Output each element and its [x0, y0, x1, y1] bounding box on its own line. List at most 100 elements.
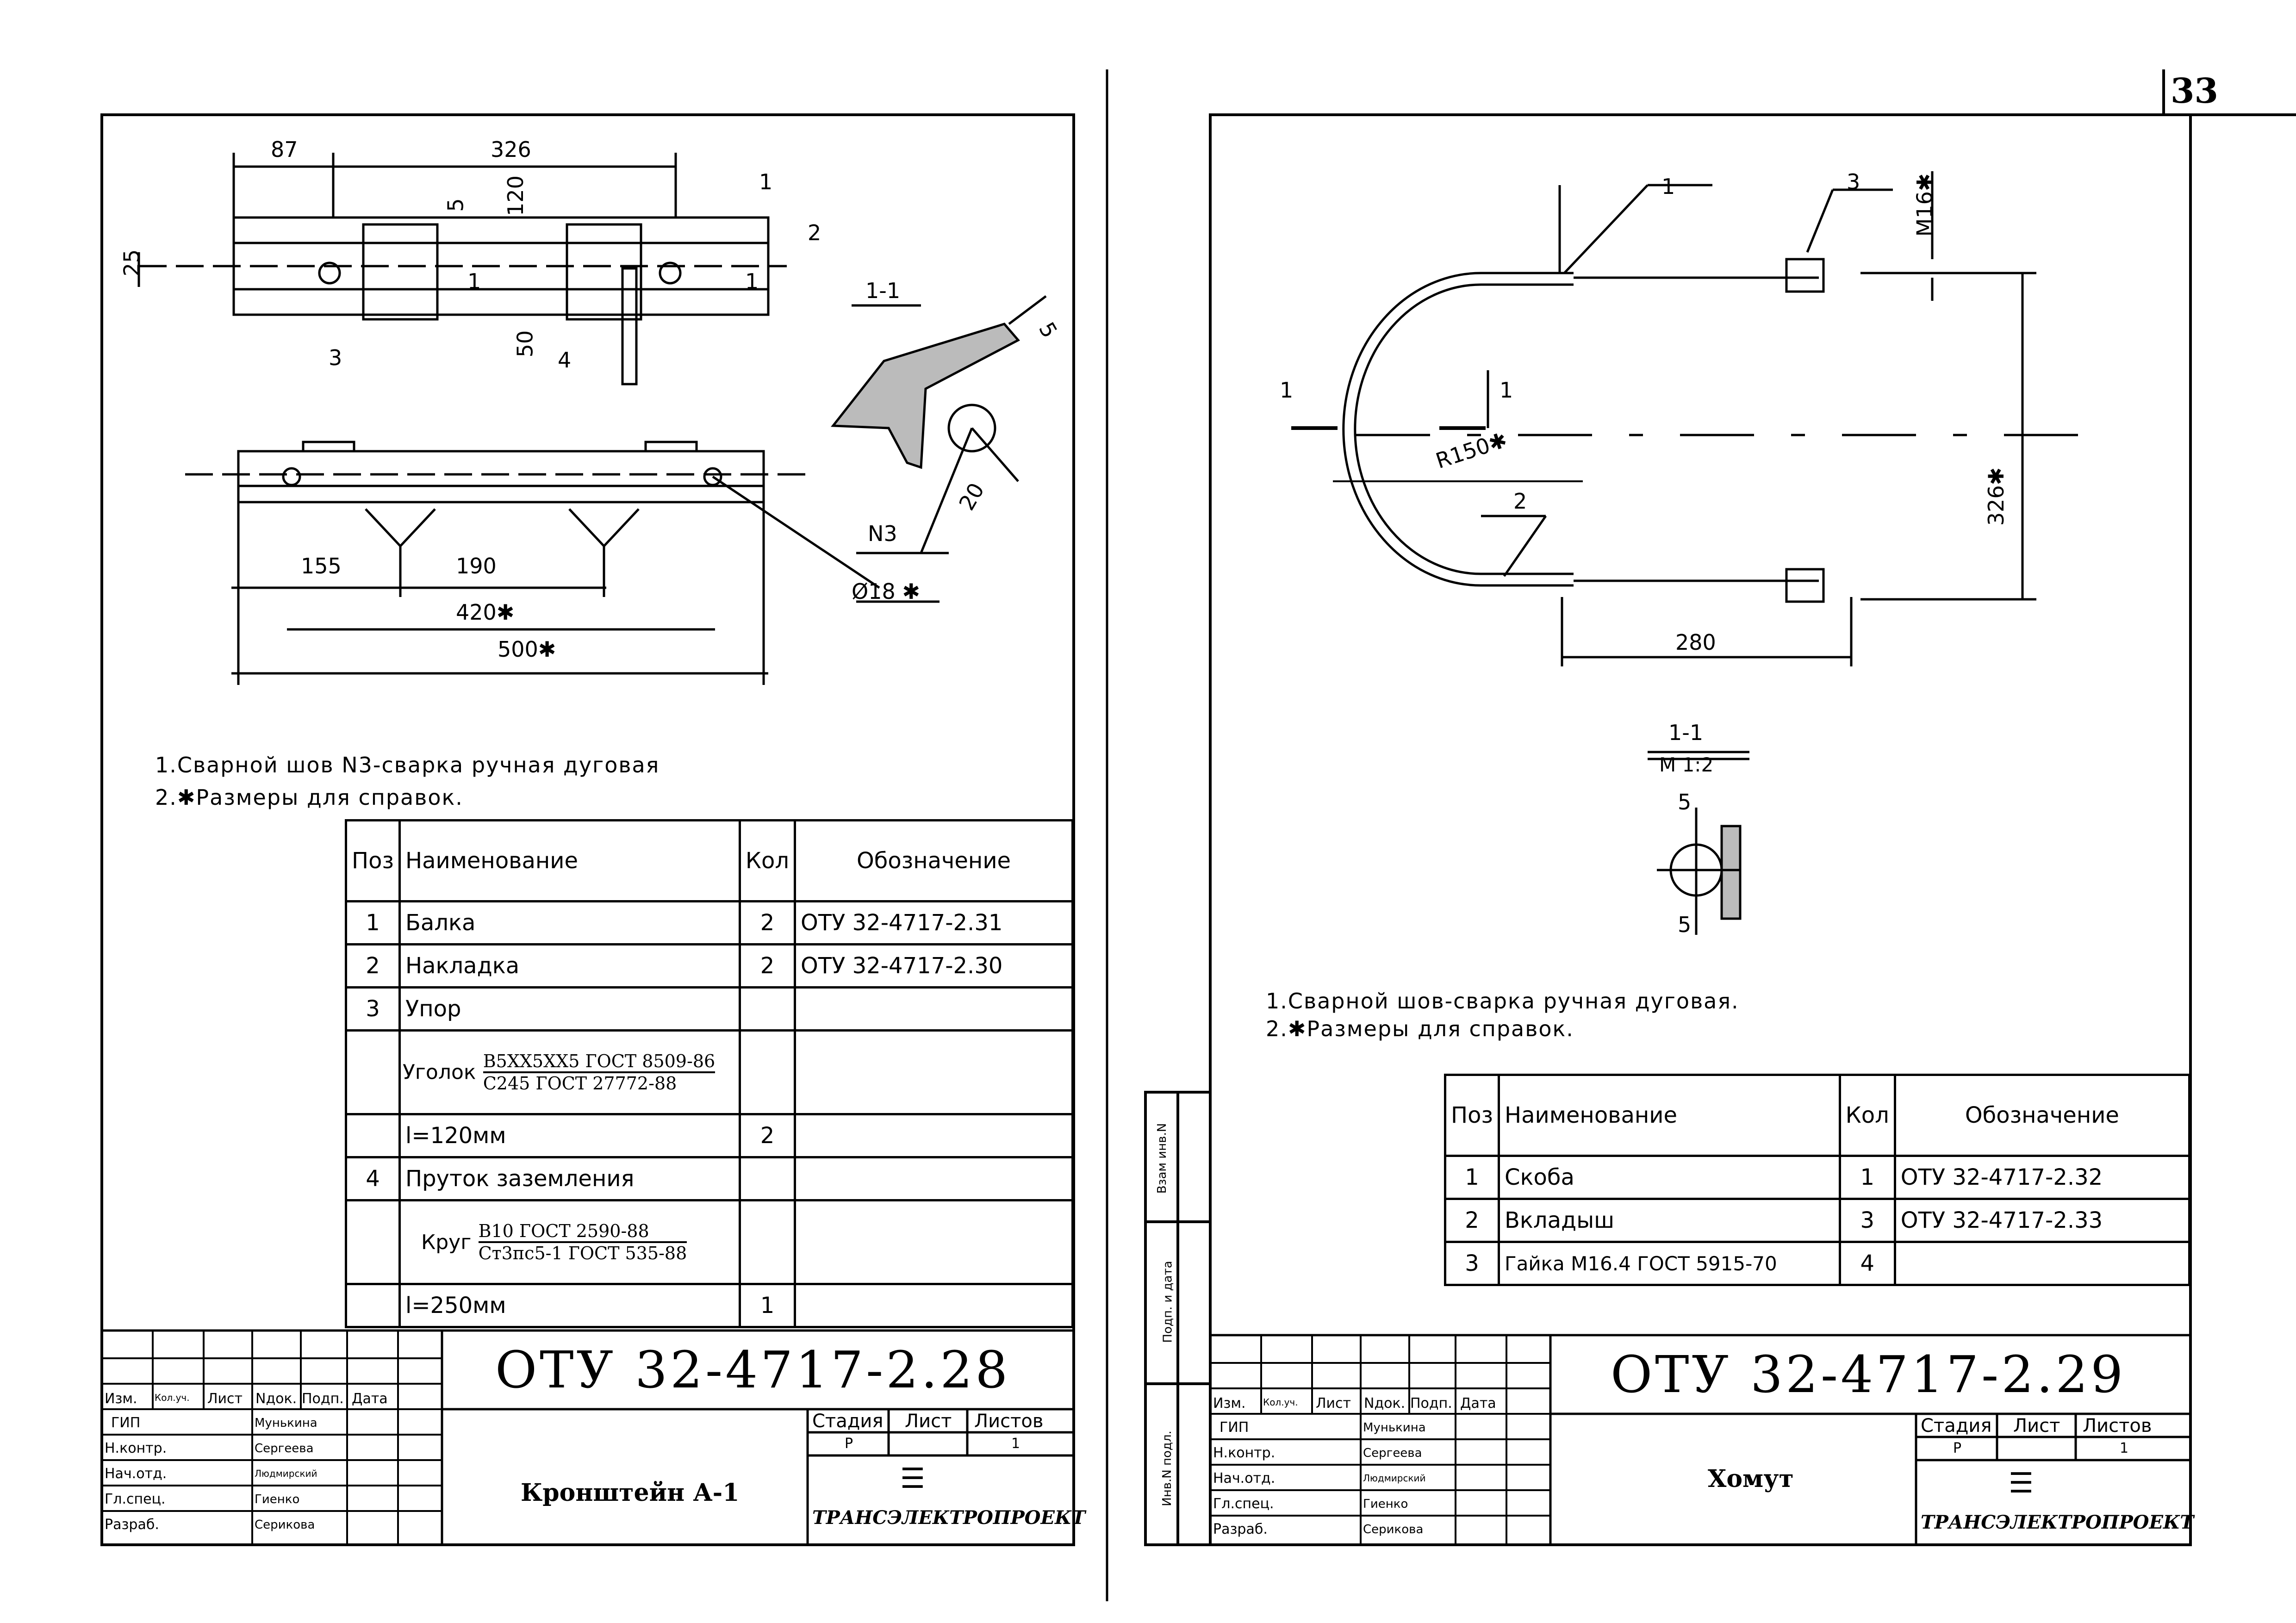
stage-header: Стадия — [812, 1411, 884, 1432]
material-top: В10 ГОСТ 2590-88 — [478, 1221, 687, 1243]
dim-280: 280 — [1675, 630, 1716, 655]
left-designation: ОТУ 32-4717-2.28 — [495, 1340, 1011, 1399]
material-bottom: Ст3пс5-1 ГОСТ 535-88 — [478, 1243, 687, 1263]
stage-value: Р — [1953, 1440, 1962, 1456]
spec-pos: 3 — [345, 986, 401, 1032]
dim-190: 190 — [456, 553, 497, 578]
material-label: Уголок — [402, 1060, 476, 1084]
spec-qty: 2 — [738, 943, 796, 989]
spec-header-qty: Кол — [1838, 1074, 1896, 1157]
material-label: Круг — [421, 1230, 472, 1254]
stamp-h-izm: Изм. — [1213, 1395, 1246, 1412]
left-note-1: 1.Сварной шов N3-сварка ручная дуговая — [155, 752, 660, 777]
stamp-person: Мунькина — [255, 1416, 317, 1430]
spec-pos: 3 — [1444, 1241, 1500, 1286]
spec-header-code: Обозначение — [1893, 1074, 2191, 1157]
material-top: В5ХХ5ХХ5 ГОСТ 8509-86 — [483, 1051, 716, 1073]
right-spec-table: Поз Наименование Кол Обозначение 1 Скоба… — [1444, 1074, 2191, 1286]
right-drawing-name: Хомут — [1708, 1465, 1794, 1493]
spec-code: ОТУ 32-4717-2.32 — [1893, 1155, 2191, 1200]
section-label-right: 1-1 — [1668, 720, 1704, 745]
callout-2-right: 2 — [1513, 489, 1527, 514]
stamp-h-list: Лист — [1316, 1395, 1351, 1412]
spec-header-code: Обозначение — [794, 819, 1074, 902]
stamp-person: Сергеева — [1363, 1446, 1422, 1460]
stamp-person: Людмирский — [1363, 1473, 1426, 1484]
spec-name: Гайка М16.4 ГОСТ 5915-70 — [1497, 1241, 1841, 1286]
page-number: 33 — [2171, 71, 2218, 111]
stamp-role: Гл.спец. — [105, 1491, 166, 1507]
spec-qty: 2 — [738, 1113, 796, 1158]
sheet-header: Лист — [905, 1411, 952, 1432]
stamp-role: ГИП — [111, 1415, 141, 1431]
stamp-role: Гл.спец. — [1213, 1496, 1274, 1512]
spec-header-pos: Поз — [1444, 1074, 1500, 1157]
callout-1: 1 — [759, 169, 773, 194]
left-spec-table: Поз Наименование Кол Обозначение 1 Балка… — [345, 819, 1074, 1328]
spec-pos: 2 — [1444, 1198, 1500, 1243]
side-stamp-vzam: Взам инв.N — [1155, 1123, 1170, 1194]
spec-material-cell: Уголок В5ХХ5ХХ5 ГОСТ 8509-86 С245 ГОСТ 2… — [398, 1029, 741, 1115]
stamp-role: ГИП — [1220, 1419, 1249, 1436]
stamp-h-data: Дата — [1460, 1395, 1496, 1412]
spec-code: ОТУ 32-4717-2.30 — [794, 943, 1074, 989]
material-bottom: С245 ГОСТ 27772-88 — [483, 1073, 677, 1094]
spec-qty: 3 — [1838, 1198, 1896, 1243]
right-designation: ОТУ 32-4717-2.29 — [1611, 1345, 2126, 1404]
spec-pos: 4 — [345, 1156, 401, 1201]
side-stamp-podp: Подп. и дата — [1161, 1261, 1175, 1343]
company-logo-mark: ☰ — [900, 1462, 925, 1495]
stamp-role: Н.контр. — [105, 1440, 167, 1456]
left-note-2: 2.✱Размеры для справок. — [155, 785, 463, 810]
spec-name: Балка — [398, 900, 741, 945]
section-dim-5b: 5 — [1678, 912, 1692, 937]
callout-4: 4 — [558, 348, 572, 373]
side-stamp-inv: Инв.N подл. — [1160, 1430, 1174, 1506]
sheet-header: Лист — [2013, 1415, 2060, 1436]
stamp-person: Сергеева — [255, 1442, 314, 1455]
section-mark-1a: 1 — [467, 269, 481, 294]
spec-qty: 2 — [738, 900, 796, 945]
spec-name: l=250мм — [398, 1283, 741, 1328]
stamp-person: Людмирский — [255, 1468, 317, 1479]
dim-500: 500✱ — [498, 637, 556, 662]
stage-value: Р — [845, 1436, 853, 1452]
company-logo-mark: ☰ — [2009, 1467, 2034, 1499]
left-drawing-name: Кронштейн А-1 — [521, 1479, 740, 1507]
section-dim-5a: 5 — [1678, 790, 1692, 815]
section-mark-1b: 1 — [745, 269, 759, 294]
spec-code: ОТУ 32-4717-2.33 — [1893, 1198, 2191, 1243]
spec-pos: 1 — [1444, 1155, 1500, 1200]
sheets-header: Листов — [974, 1411, 1044, 1432]
stamp-h-kol: Кол.уч. — [155, 1392, 190, 1403]
sheets-value: 1 — [1011, 1436, 1020, 1452]
right-note-2: 2.✱Размеры для справок. — [1266, 1016, 1574, 1041]
company-name: ТРАНСЭЛЕКТРОПРОЕКТ — [812, 1507, 1086, 1529]
section-label-left: 1-1 — [865, 278, 901, 303]
callout-2: 2 — [808, 220, 821, 245]
section-mark-1a-right: 1 — [1280, 378, 1294, 403]
stamp-person: Гиенко — [255, 1492, 300, 1506]
spec-pos: 2 — [345, 943, 401, 989]
spec-material-cell: Круг В10 ГОСТ 2590-88 Ст3пс5-1 ГОСТ 535-… — [398, 1199, 741, 1285]
spec-qty: 1 — [738, 1283, 796, 1328]
dim-diameter-18: Ø18 ✱ — [852, 579, 920, 604]
spec-header-name: Наименование — [1497, 1074, 1841, 1157]
stamp-h-izm: Изм. — [105, 1391, 137, 1407]
right-note-1: 1.Сварной шов-сварка ручная дуговая. — [1266, 989, 1739, 1014]
spec-name: Скоба — [1497, 1155, 1841, 1200]
spec-qty: 1 — [1838, 1155, 1896, 1200]
stamp-h-kol: Кол.уч. — [1263, 1397, 1298, 1408]
weld-n3: N3 — [868, 521, 897, 546]
stamp-h-ndok: Nдок. — [1364, 1395, 1406, 1412]
stamp-person: Серикова — [1363, 1523, 1424, 1536]
stamp-h-list: Лист — [207, 1391, 243, 1407]
stamp-h-podp: Подп. — [302, 1391, 344, 1407]
dim-87: 87 — [271, 137, 298, 162]
sheets-value: 1 — [2120, 1440, 2129, 1456]
